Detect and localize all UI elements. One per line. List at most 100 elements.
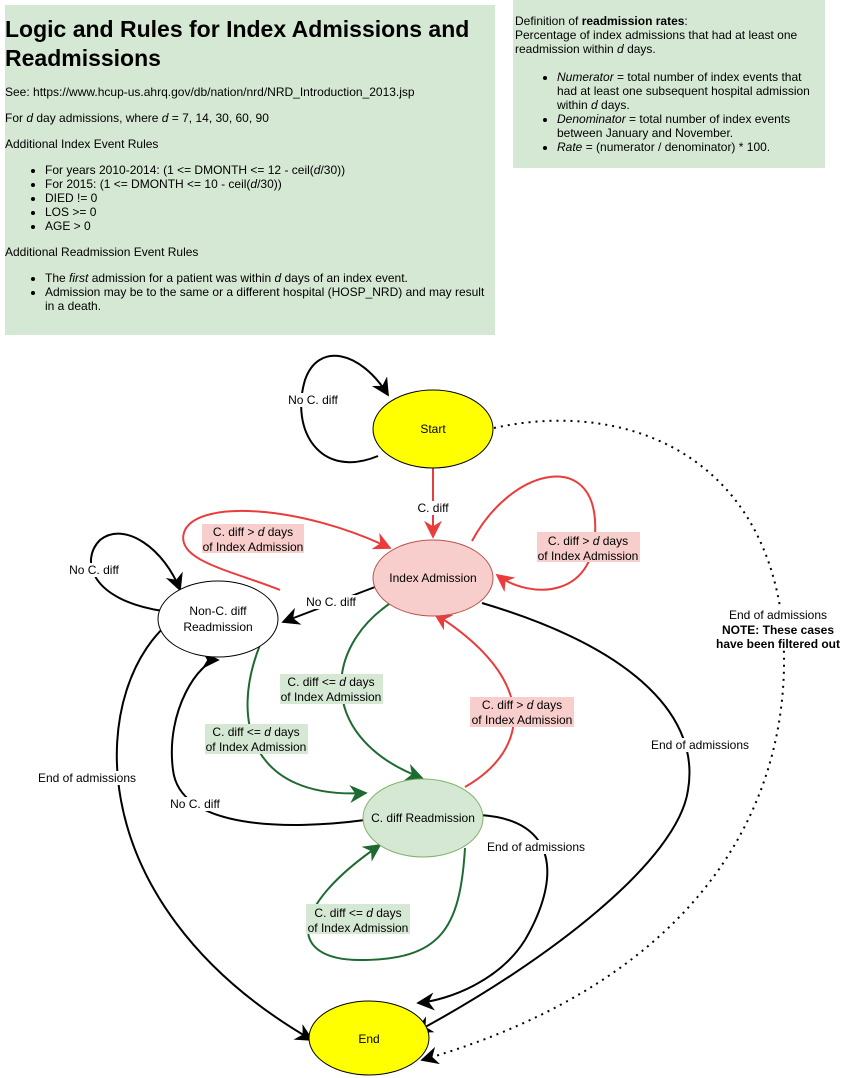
text: For 2015: (1 <= DMONTH <= 10 - ceil( (45, 177, 251, 191)
text: Percentage of index admissions that had … (515, 28, 798, 56)
text: C. diff > (482, 698, 527, 712)
text: For (5, 111, 27, 125)
label-le-index-line1: C. diff <= d days (287, 675, 374, 689)
d-variable: d (527, 698, 534, 712)
emphasis: Denominator (557, 112, 626, 126)
label-bg (650, 738, 751, 752)
text: admission for a patient was within (88, 271, 275, 285)
emphasis: Rate (557, 140, 583, 154)
d-variable: d (274, 271, 282, 285)
label-bg (280, 674, 383, 704)
node-index-admission-label: Index Admission (389, 571, 476, 585)
text: days of an index event. (281, 271, 408, 285)
label-le-nonc-line1: C. diff <= d days (212, 725, 299, 739)
label-bg (716, 606, 840, 650)
text: /30)) (320, 163, 346, 177)
label-bg (537, 532, 640, 562)
node-end (308, 1000, 430, 1076)
text: C. diff > (213, 525, 258, 539)
emphasis: Numerator (557, 70, 614, 84)
node-nonc-label-line1: Non-C. diff (189, 604, 247, 618)
page-title: Logic and Rules for Index Admissions and… (5, 16, 470, 71)
d-variable: d (250, 177, 258, 191)
edge-index-left-loop (182, 509, 392, 591)
list-item: LOS >= 0 (45, 205, 495, 219)
label-bg (36, 771, 138, 785)
edge-index-to-end (414, 602, 691, 1033)
d-variable: d (26, 111, 34, 125)
list-item: Admission may be to the same or a differ… (45, 285, 495, 313)
list-item: The first admission for a patient was wi… (45, 271, 495, 285)
label-cdiff-no-cdiff: No C. diff (170, 797, 220, 811)
label-le-nonc-line2: of Index Admission (206, 740, 307, 754)
edge-cdiff-to-end (416, 814, 549, 1011)
d-variable: d (258, 525, 265, 539)
text: days (271, 725, 300, 739)
edge-cdiff-self-loop (307, 843, 466, 962)
edge-cdiff-to-nonc (170, 651, 366, 826)
node-end-label: End (358, 1032, 379, 1046)
see-prefix: See: (5, 85, 34, 99)
label-dotted-note-line1: NOTE: These cases (722, 623, 834, 637)
label-bg (285, 393, 341, 407)
label-bg (202, 524, 304, 553)
text: The (45, 271, 70, 285)
label-gt-right-line2: of Index Admission (538, 549, 639, 563)
label-bg (306, 904, 410, 934)
d-variable: d (161, 111, 169, 125)
label-bg (470, 697, 574, 727)
label-gt-left-line2: of Index Admission (203, 540, 304, 554)
label-dotted-end-of-admissions: End of admissions (729, 608, 827, 622)
label-gt-right-line1: C. diff > d days (548, 534, 628, 548)
d-variable: d (313, 163, 321, 177)
text: C. diff <= (212, 725, 264, 739)
node-cdiff-readmission (362, 778, 484, 858)
edge-nonc-to-end (115, 617, 314, 1041)
edge-index-to-cdiff (340, 601, 424, 781)
readmission-rules-list: The first admission for a patient was wi… (5, 271, 495, 313)
label-le-index-line2: of Index Admission (281, 690, 382, 704)
text: days (373, 906, 402, 920)
label-le-self-line2: of Index Admission (308, 921, 409, 935)
d-variable: d (339, 675, 346, 689)
definition-panel: Definition of readmission rates: Percent… (513, 0, 825, 168)
node-non-cdiff-readmission (157, 580, 279, 658)
list-item: For 2015: (1 <= DMONTH <= 10 - ceil(d/30… (45, 177, 495, 191)
label-bg (205, 724, 308, 754)
label-nonc-no-cdiff: No C. diff (69, 563, 119, 577)
label-index-end-of-admissions: End of admissions (651, 738, 749, 752)
text: = (numerator / denominator) * 100. (582, 140, 771, 154)
d-variable: d (593, 534, 600, 548)
text: days. (623, 42, 656, 56)
definition-heading: Definition of readmission rates: (515, 14, 823, 28)
text: day admissions, where (33, 111, 162, 125)
index-rules-list: For years 2010-2014: (1 <= DMONTH <= 12 … (5, 163, 495, 233)
text: : (684, 14, 688, 28)
text: C. diff > (548, 534, 593, 548)
definition-text: Percentage of index admissions that had … (515, 28, 823, 56)
label-le-self-line1: C. diff <= d days (314, 906, 401, 920)
label-index-no-cdiff: No C. diff (306, 595, 356, 609)
rate-item: Rate = (numerator / denominator) * 100. (557, 140, 823, 154)
emphasis: readmission rates (581, 14, 685, 28)
text: days (599, 534, 628, 548)
label-bg (486, 840, 587, 854)
text: For years 2010-2014: (1 <= DMONTH <= 12 … (45, 163, 314, 177)
label-bg (416, 501, 450, 515)
text: C. diff <= (314, 906, 366, 920)
text: = total number of index events that had … (557, 70, 810, 112)
d-variable: d (264, 725, 271, 739)
list-item: For years 2010-2014: (1 <= DMONTH <= 12 … (45, 163, 495, 177)
node-index-admission (372, 539, 494, 617)
emphasis: first (69, 271, 89, 285)
label-cdiff-end-of-admissions: End of admissions (487, 840, 585, 854)
label-bg (167, 797, 223, 811)
label-bg (66, 563, 122, 577)
label-dotted-note-line2: have been filtered out (716, 637, 840, 651)
rules-panel: Logic and Rules for Index Admissions and… (5, 5, 495, 335)
text: days (533, 698, 562, 712)
list-item: DIED != 0 (45, 191, 495, 205)
denominator-item: Denominator = total number of index even… (557, 112, 823, 140)
node-start (372, 389, 494, 469)
text: days (346, 675, 375, 689)
